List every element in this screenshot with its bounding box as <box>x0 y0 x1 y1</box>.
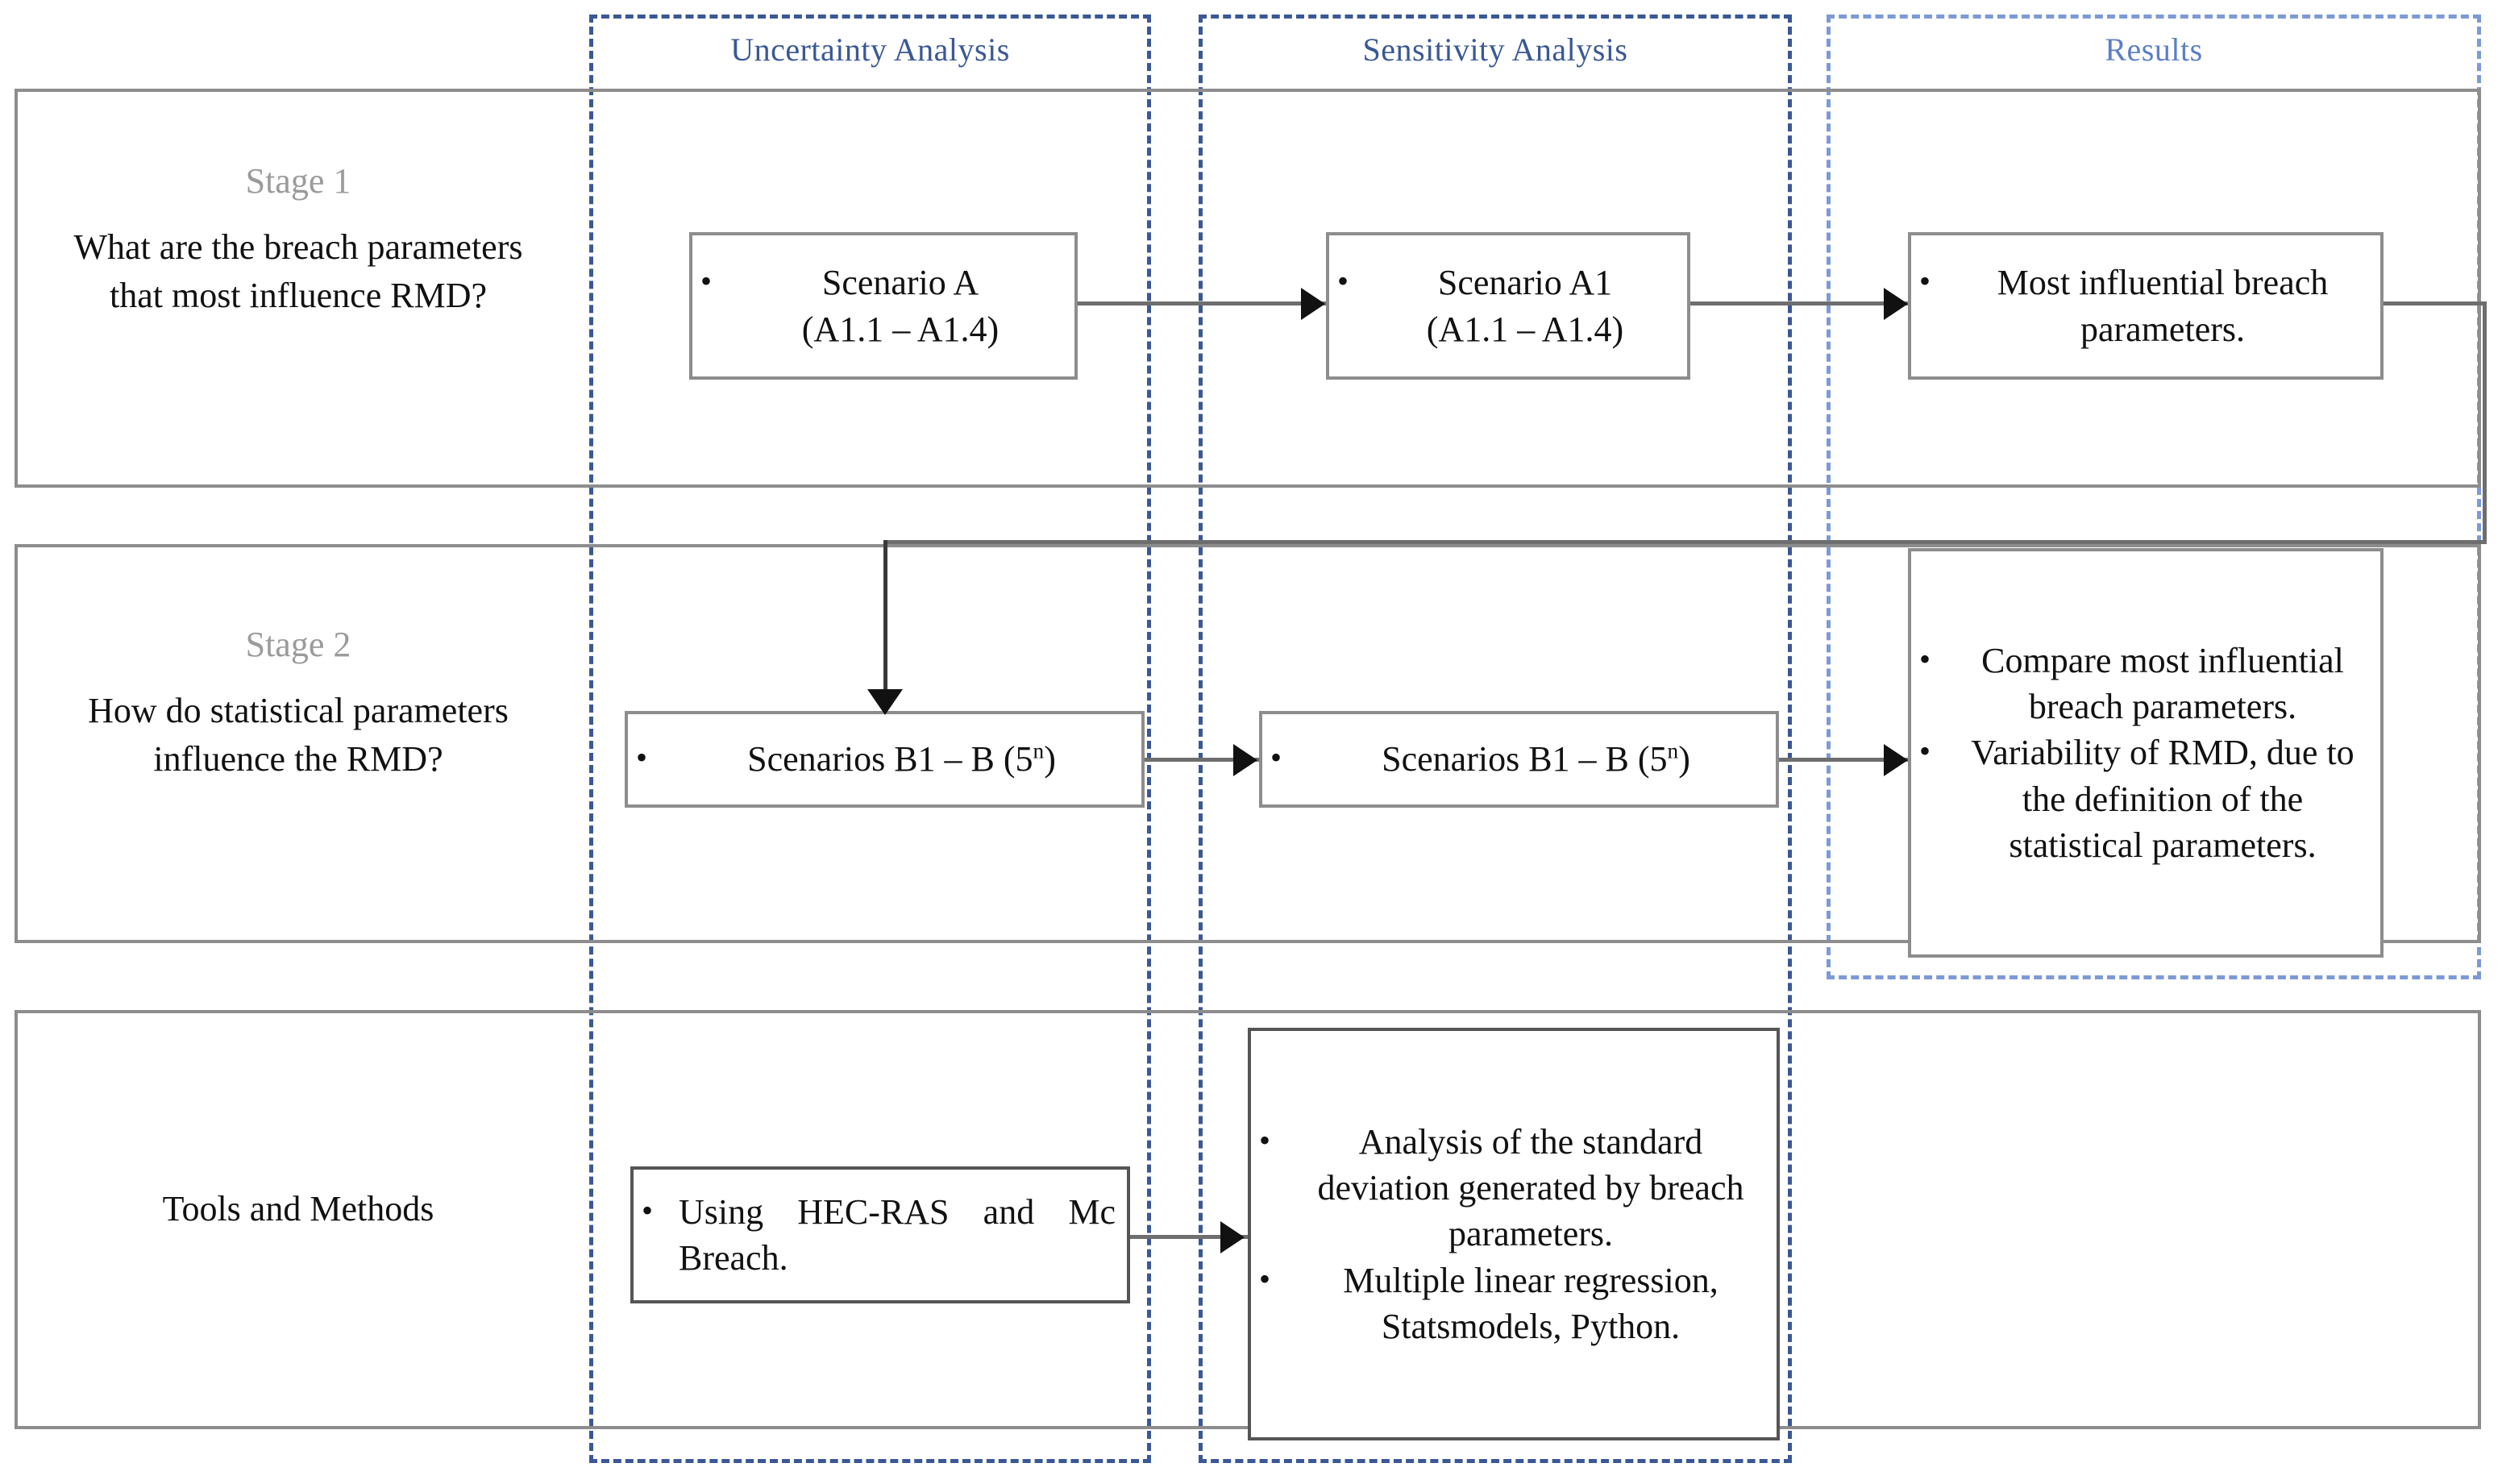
stage-label-stage2: Stage 2 How do statistical parameters in… <box>48 625 548 784</box>
stage2-question: How do statistical parameters influence … <box>88 690 509 779</box>
stage2-title: Stage 2 <box>245 625 351 664</box>
bullet-icon: • <box>1919 263 1931 300</box>
bullet-icon: • <box>636 739 648 776</box>
stage1-title: Stage 1 <box>245 161 351 201</box>
node-scenarios-b-uncertainty[interactable]: • Scenarios B1 – B (5n) <box>625 711 1145 808</box>
connector-scenario-a-to-a1 <box>1078 301 1328 306</box>
scenario-a-bullet: • Scenario A (A1.1 – A1.4) <box>700 260 1063 351</box>
arrow-a1-to-stage1-results <box>1884 288 1908 320</box>
row-box-stage2 <box>15 544 2481 943</box>
stage-label-tools: Tools and Methods <box>48 1185 548 1234</box>
bullet-icon: • <box>1270 739 1282 776</box>
scenario-a1-line2: (A1.1 – A1.4) <box>1426 309 1624 349</box>
tools-uncertainty-text-1: Using HEC-RAS and Mc Breach. <box>679 1191 1116 1278</box>
arrow-b-sensitivity-to-stage2-results <box>1884 744 1908 776</box>
feedback-line-down-into-b1 <box>883 540 887 711</box>
node-scenario-a1[interactable]: • Scenario A1 (A1.1 – A1.4) <box>1326 232 1690 380</box>
connector-b-uncertainty-to-sensitivity <box>1145 758 1261 762</box>
scenario-a1-bullet: • Scenario A1 (A1.1 – A1.4) <box>1337 260 1676 351</box>
arrow-feedback-into-scenarios-b1 <box>867 689 903 715</box>
scenarios-b-uncertainty-suffix: ) <box>1044 739 1056 779</box>
feedback-line-down-right <box>2483 301 2487 543</box>
stage1-question: What are the breach parameters that most… <box>73 227 523 316</box>
scenarios-b-sensitivity-suffix: ) <box>1678 739 1690 779</box>
node-stage2-results[interactable]: • Compare most influential breach parame… <box>1908 548 2384 958</box>
scenarios-b-uncertainty-sup: n <box>1033 738 1045 763</box>
stage1-results-text-1: Most influential breach parameters. <box>1997 263 2329 349</box>
tools-sensitivity-text-1: Analysis of the standard deviation gener… <box>1317 1122 1744 1254</box>
tools-uncertainty-bullet-1: • Using HEC-RAS and Mc Breach. <box>642 1189 1116 1281</box>
feedback-line-across <box>883 540 2487 544</box>
stage2-results-text-2: Variability of RMD, due to the definitio… <box>1971 733 2354 865</box>
bullet-icon: • <box>1259 1260 1271 1297</box>
stage2-results-bullet-2: • Variability of RMD, due to the definit… <box>1919 730 2369 868</box>
arrow-tools-uncertainty-to-sensitivity <box>1220 1221 1245 1253</box>
lane-sensitivity-analysis <box>1199 15 1792 1463</box>
tools-sensitivity-text-2: Multiple linear regression, Statsmodels,… <box>1343 1260 1719 1346</box>
scenarios-b-sensitivity-sup: n <box>1667 738 1679 763</box>
lane-label-results: Results <box>2105 31 2203 68</box>
lane-label-uncertainty-analysis: Uncertainty Analysis <box>730 31 1010 68</box>
arrow-scenario-a-to-a1 <box>1301 288 1325 320</box>
node-stage1-results[interactable]: • Most influential breach parameters. <box>1908 232 2384 380</box>
tools-sensitivity-bullet-1: • Analysis of the standard deviation gen… <box>1259 1119 1765 1257</box>
node-tools-uncertainty[interactable]: • Using HEC-RAS and Mc Breach. <box>630 1166 1130 1303</box>
connector-b-sensitivity-to-stage2-results <box>1779 758 1911 762</box>
scenario-a-line2: (A1.1 – A1.4) <box>801 309 1000 349</box>
bullet-icon: • <box>1919 733 1931 770</box>
bullet-icon: • <box>700 263 713 300</box>
node-scenarios-b-sensitivity[interactable]: • Scenarios B1 – B (5n) <box>1259 711 1779 808</box>
scenario-a-line1: Scenario A <box>821 263 979 303</box>
stage1-results-bullet-1: • Most influential breach parameters. <box>1919 260 2369 351</box>
scenarios-b-uncertainty-bullet: • Scenarios B1 – B (5n) <box>636 736 1130 782</box>
bullet-icon: • <box>1337 263 1349 300</box>
scenarios-b-sensitivity-bullet: • Scenarios B1 – B (5n) <box>1270 736 1764 782</box>
bullet-icon: • <box>1919 641 1931 678</box>
node-tools-sensitivity[interactable]: • Analysis of the standard deviation gen… <box>1248 1028 1780 1440</box>
connector-a1-to-stage1-results <box>1690 301 1911 306</box>
stage-label-stage1: Stage 1 What are the breach parameters t… <box>48 161 548 321</box>
bullet-icon: • <box>642 1191 654 1228</box>
tools-title: Tools and Methods <box>162 1189 434 1228</box>
stage2-results-bullet-1: • Compare most influential breach parame… <box>1919 638 2369 730</box>
node-scenario-a[interactable]: • Scenario A (A1.1 – A1.4) <box>689 232 1078 380</box>
lane-uncertainty-analysis <box>589 15 1151 1463</box>
scenarios-b-sensitivity-prefix: Scenarios B1 – B (5 <box>1382 739 1668 779</box>
scenarios-b-uncertainty-prefix: Scenarios B1 – B (5 <box>747 739 1033 779</box>
tools-sensitivity-bullet-2: • Multiple linear regression, Statsmodel… <box>1259 1257 1765 1349</box>
arrow-b-uncertainty-to-sensitivity <box>1233 744 1257 776</box>
lane-results <box>1827 15 2481 979</box>
feedback-line-out-right <box>2384 301 2487 306</box>
bullet-icon: • <box>1259 1122 1271 1159</box>
stage2-results-text-1: Compare most influential breach paramete… <box>1981 641 2344 727</box>
lane-label-sensitivity-analysis: Sensitivity Analysis <box>1362 31 1628 68</box>
connector-tools-uncertainty-to-sensitivity <box>1130 1235 1248 1239</box>
scenario-a1-line1: Scenario A1 <box>1437 263 1613 303</box>
row-box-stage1 <box>15 89 2481 488</box>
